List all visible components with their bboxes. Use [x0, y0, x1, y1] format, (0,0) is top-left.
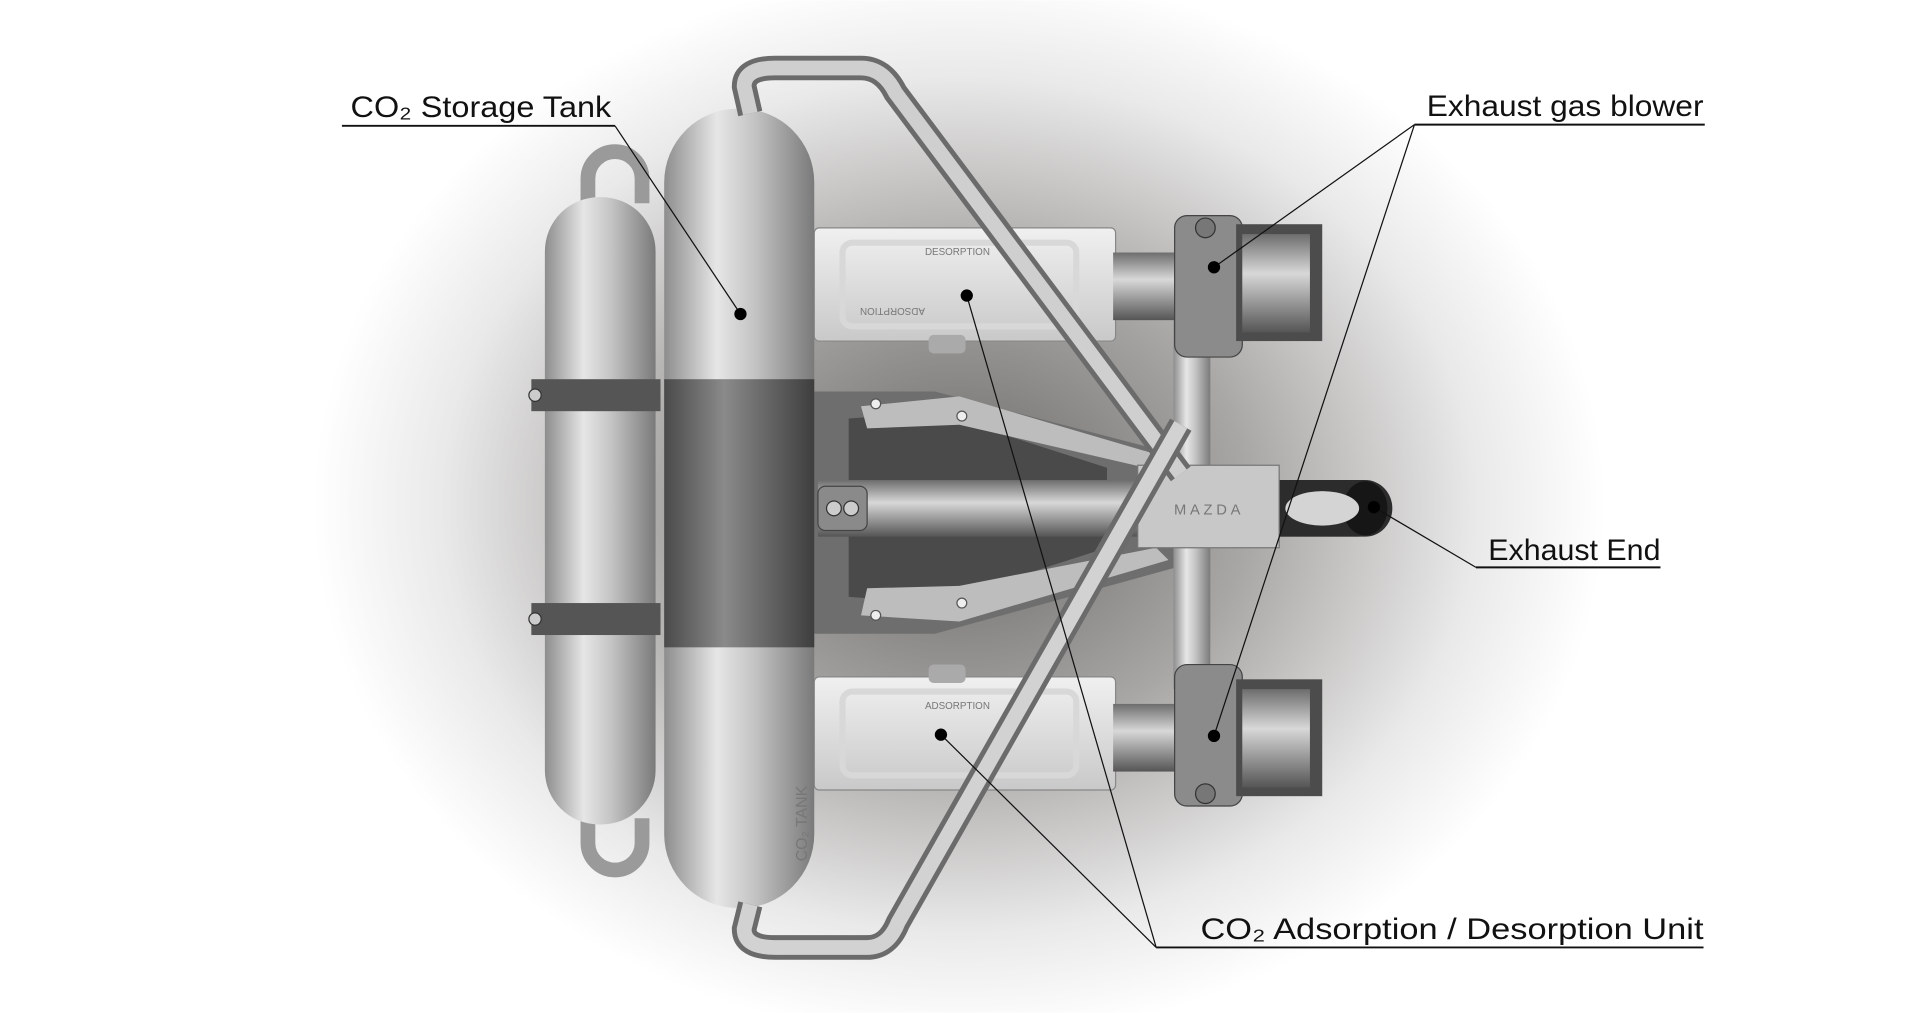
mazda-plate-text: MAZDA	[1174, 502, 1244, 518]
exhaust-pipe	[817, 480, 1393, 537]
adsorption-unit-lower: ADSORPTION	[813, 664, 1117, 791]
exhaust-blower-upper	[1113, 214, 1323, 358]
callout-dot	[934, 728, 948, 741]
desorption-marking: DESORPTION	[925, 247, 990, 258]
callout-exhaust-gas-blower: Exhaust gas blower	[1207, 90, 1705, 743]
callout-exhaust-end: Exhaust End	[1367, 500, 1660, 569]
mazda-plate: MAZDA	[1137, 464, 1280, 549]
callout-adsorption-unit: CO₂ Adsorption / Desorption Unit	[934, 289, 1704, 949]
callout-dot	[1367, 500, 1381, 514]
exhaust-blower-lower	[1113, 663, 1323, 807]
label-co2-storage-tank: CO₂ Storage Tank	[351, 91, 612, 124]
pipe-loop	[731, 55, 1192, 960]
callout-dot	[734, 307, 747, 321]
auxiliary-tank	[528, 144, 661, 878]
callout-dot	[1207, 261, 1221, 274]
callout-storage-tank: CO₂ Storage Tank	[341, 91, 747, 321]
exhaust-end-outlet	[1343, 481, 1388, 536]
adsorption-marking: ADSORPTION	[925, 701, 990, 712]
label-exhaust-gas-blower: Exhaust gas blower	[1427, 90, 1704, 123]
callout-dot	[960, 289, 973, 302]
adsorption-marking-upper: ADSORPTION	[860, 305, 925, 316]
desorption-unit-upper: DESORPTION ADSORPTION	[813, 227, 1117, 354]
label-exhaust-end: Exhaust End	[1488, 534, 1660, 567]
label-co2-adsorption-desorption-unit: CO₂ Adsorption / Desorption Unit	[1200, 913, 1703, 946]
co2-storage-tank: CO₂ TANK	[664, 108, 815, 909]
tank-marking: CO₂ TANK	[794, 785, 811, 861]
callout-dot	[1207, 729, 1221, 743]
